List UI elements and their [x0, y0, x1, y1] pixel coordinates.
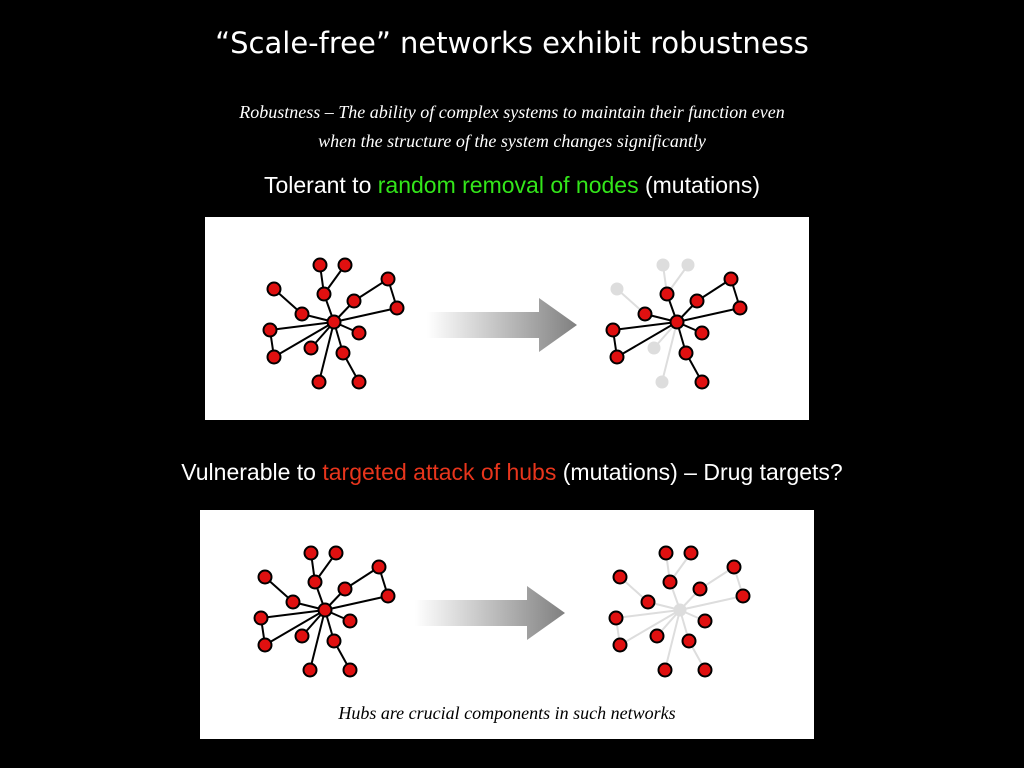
before-random-node-1 [294, 306, 310, 322]
after-attack-node-11 [681, 633, 697, 649]
targeted-attack-diagram [253, 545, 751, 678]
before-random-edge-15 [318, 321, 335, 383]
after-attack-node-10 [649, 628, 665, 644]
after-random-node-8 [605, 322, 621, 338]
before-attack-edge-8 [324, 595, 389, 611]
after-attack-edge-11 [619, 609, 681, 646]
tolerant-suffix: (mutations) [638, 172, 761, 198]
after-random-node-14 [694, 374, 710, 390]
after-attack-node-4 [683, 545, 699, 561]
before-random-node-10 [303, 340, 319, 356]
before-random-node-0 [266, 281, 282, 297]
after-attack-node-7 [735, 588, 751, 604]
vulnerable-heading: Vulnerable to targeted attack of hubs (m… [0, 459, 1024, 486]
tolerant-prefix: Tolerant to [263, 172, 378, 198]
tolerant-highlight: random removal of nodes [377, 172, 639, 198]
after-attack-node-3 [662, 574, 678, 590]
after-attack-node-6 [726, 559, 742, 575]
after-random-node-5 [689, 293, 705, 309]
before-attack-node-3 [307, 574, 323, 590]
before-random-node-8 [262, 322, 278, 338]
after-attack-node-2 [658, 545, 674, 561]
right-arrow-2 [415, 586, 565, 640]
before-random-edge-11 [273, 321, 335, 358]
random-removal-panel [205, 217, 809, 420]
before-attack-node-8 [253, 610, 269, 626]
after-attack-edge-15 [664, 609, 681, 671]
after-random-node-11 [678, 345, 694, 361]
before-attack-node-12 [342, 613, 358, 629]
after-random-edge-9 [612, 321, 678, 331]
after-random-node-3 [659, 286, 675, 302]
definition-line-1: Robustness – The ability of complex syst… [239, 102, 785, 122]
vulnerable-highlight: targeted attack of hubs [322, 459, 557, 485]
after-attack-node-9 [612, 637, 628, 653]
after-attack-node-8 [608, 610, 624, 626]
after-attack-node-13 [657, 662, 673, 678]
before-random-node-11 [335, 345, 351, 361]
after-random-node-0 [610, 282, 624, 296]
after-attack-node-5 [692, 581, 708, 597]
after-attack-node-14 [697, 662, 713, 678]
before-attack-edge-11 [264, 609, 326, 646]
before-attack-node-14 [342, 662, 358, 678]
before-attack-node-1 [285, 594, 301, 610]
after-random-hub-node [669, 314, 685, 330]
after-random-node-9 [609, 349, 625, 365]
before-attack-node-9 [257, 637, 273, 653]
random-removal-diagram [262, 257, 748, 390]
after-random-node-1 [637, 306, 653, 322]
after-random-node-10 [647, 341, 661, 355]
before-random-node-13 [311, 374, 327, 390]
before-attack-node-10 [294, 628, 310, 644]
after-random-edge-11 [616, 321, 678, 358]
before-random-node-2 [312, 257, 328, 273]
after-random-edge-15 [661, 321, 678, 383]
before-attack-node-4 [328, 545, 344, 561]
before-attack-edge-9 [260, 609, 326, 619]
tolerant-heading: Tolerant to random removal of nodes (mut… [0, 172, 1024, 199]
after-attack-node-0 [612, 569, 628, 585]
before-attack-edge-15 [309, 609, 326, 671]
after-random-edge-8 [676, 307, 741, 323]
before-random-edge-9 [269, 321, 335, 331]
after-random-node-6 [723, 271, 739, 287]
before-attack-hub-node [317, 602, 333, 618]
after-attack-node-12 [697, 613, 713, 629]
before-random-node-4 [337, 257, 353, 273]
hubs-caption: Hubs are crucial components in such netw… [338, 703, 676, 723]
before-attack-node-6 [371, 559, 387, 575]
before-attack-node-2 [303, 545, 319, 561]
slide-title: “Scale-free” networks exhibit robustness [215, 26, 809, 60]
before-random-node-14 [351, 374, 367, 390]
robustness-definition: Robustness – The ability of complex syst… [140, 98, 884, 156]
before-attack-node-5 [337, 581, 353, 597]
after-random-node-2 [656, 258, 670, 272]
before-attack-node-7 [380, 588, 396, 604]
before-attack-node-0 [257, 569, 273, 585]
right-arrow-1 [427, 298, 577, 352]
before-random-node-7 [389, 300, 405, 316]
before-random-edge-8 [333, 307, 398, 323]
after-attack-node-1 [640, 594, 656, 610]
before-attack-node-11 [326, 633, 342, 649]
before-random-node-12 [351, 325, 367, 341]
before-random-node-6 [380, 271, 396, 287]
vulnerable-prefix: Vulnerable to [181, 459, 323, 485]
definition-line-2: when the structure of the system changes… [318, 131, 706, 151]
before-random-node-5 [346, 293, 362, 309]
before-random-hub-node [326, 314, 342, 330]
after-random-node-7 [732, 300, 748, 316]
after-attack-edge-9 [615, 609, 681, 619]
before-random-node-9 [266, 349, 282, 365]
vulnerable-suffix: (mutations) – Drug targets? [556, 459, 843, 485]
after-random-node-12 [694, 325, 710, 341]
after-random-node-13 [655, 375, 669, 389]
after-attack-edge-8 [679, 595, 744, 611]
targeted-attack-panel: Hubs are crucial components in such netw… [200, 510, 814, 739]
before-random-node-3 [316, 286, 332, 302]
after-attack-hub-node [673, 603, 687, 617]
after-random-node-4 [681, 258, 695, 272]
before-attack-node-13 [302, 662, 318, 678]
